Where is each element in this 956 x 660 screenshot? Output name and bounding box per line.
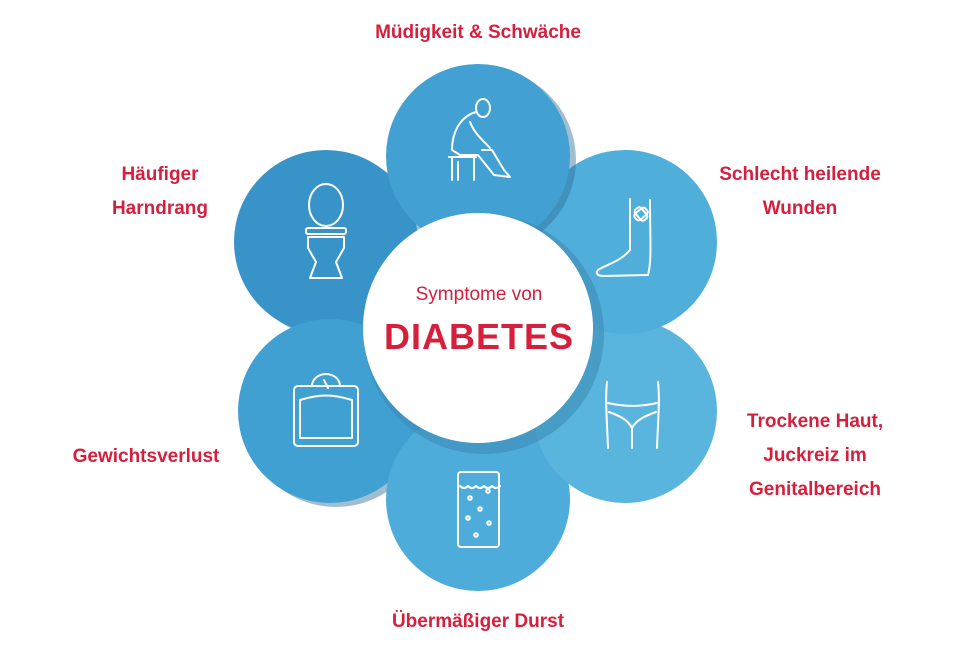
tired-person-icon: [448, 98, 511, 181]
underwear-icon: [605, 381, 660, 449]
label-urination: Häufiger Harndrang: [111, 164, 209, 219]
center-title: DIABETES: [383, 316, 575, 357]
label-weight: Gewichtsverlust: [72, 446, 220, 467]
center-subtitle: Symptome von: [415, 284, 543, 305]
toilet-icon: [305, 183, 347, 279]
label-thirst: Übermäßiger Durst: [391, 611, 565, 632]
water-glass-icon: [457, 471, 501, 548]
label-wounds: Schlecht heilende Wunden: [719, 164, 881, 219]
label-skin: Trockene Haut, Juckreiz im Genitalbereic…: [746, 411, 884, 500]
label-fatigue: Müdigkeit & Schwäche: [375, 22, 581, 43]
center-circle: [363, 213, 593, 443]
circle-thirst: [386, 407, 570, 591]
bandaged-leg-icon: [595, 198, 652, 277]
scale-icon: [293, 373, 359, 447]
